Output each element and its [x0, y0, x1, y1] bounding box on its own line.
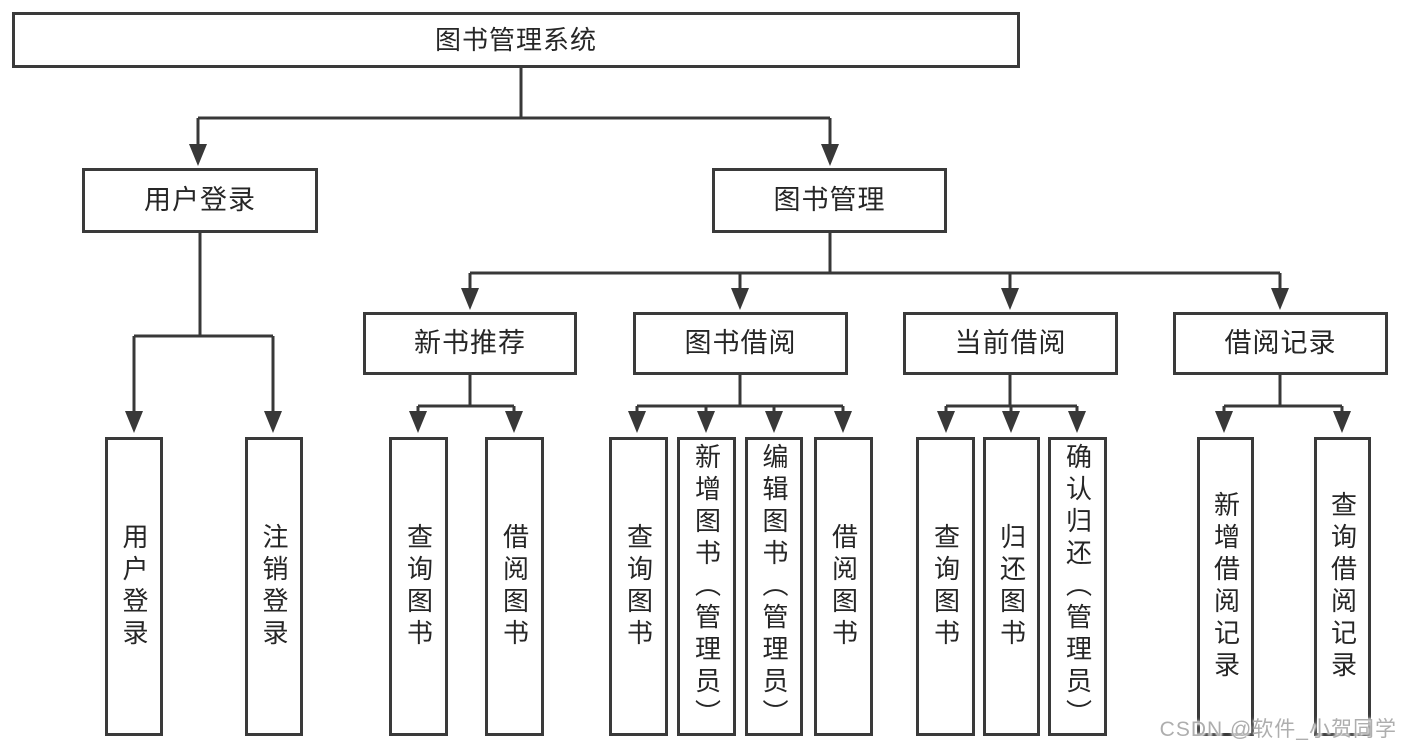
node-new-book-recommend: 新书推荐 — [363, 312, 577, 375]
node-book-borrowing: 图书借阅 — [633, 312, 848, 375]
leaf-records-query-borrow-record: 查询借阅记录 — [1314, 437, 1371, 736]
arrowheads — [125, 144, 1351, 433]
leaf-borrowing-edit-books-admin: 编辑图书（管理员） — [745, 437, 803, 736]
node-book-management-system: 图书管理系统 — [12, 12, 1020, 68]
node-book-management: 图书管理 — [712, 168, 947, 233]
leaf-current-return-books: 归还图书 — [983, 437, 1040, 736]
leaf-borrowing-add-books-admin: 新增图书（管理员） — [677, 437, 736, 736]
node-borrowing-records: 借阅记录 — [1173, 312, 1388, 375]
leaf-current-confirm-return-admin: 确认归还（管理员） — [1048, 437, 1107, 736]
node-user-login: 用户登录 — [82, 168, 318, 233]
leaf-recommend-query-books: 查询图书 — [389, 437, 448, 736]
node-current-borrowing: 当前借阅 — [903, 312, 1118, 375]
leaf-logout: 注销登录 — [245, 437, 303, 736]
leaf-user-login: 用户登录 — [105, 437, 163, 736]
leaf-borrowing-borrow-books: 借阅图书 — [814, 437, 873, 736]
leaf-borrowing-query-books: 查询图书 — [609, 437, 668, 736]
leaf-recommend-borrow-books: 借阅图书 — [485, 437, 544, 736]
tree-edges — [132, 68, 1344, 415]
leaf-records-add-borrow-record: 新增借阅记录 — [1197, 437, 1254, 736]
leaf-current-query-books: 查询图书 — [916, 437, 975, 736]
